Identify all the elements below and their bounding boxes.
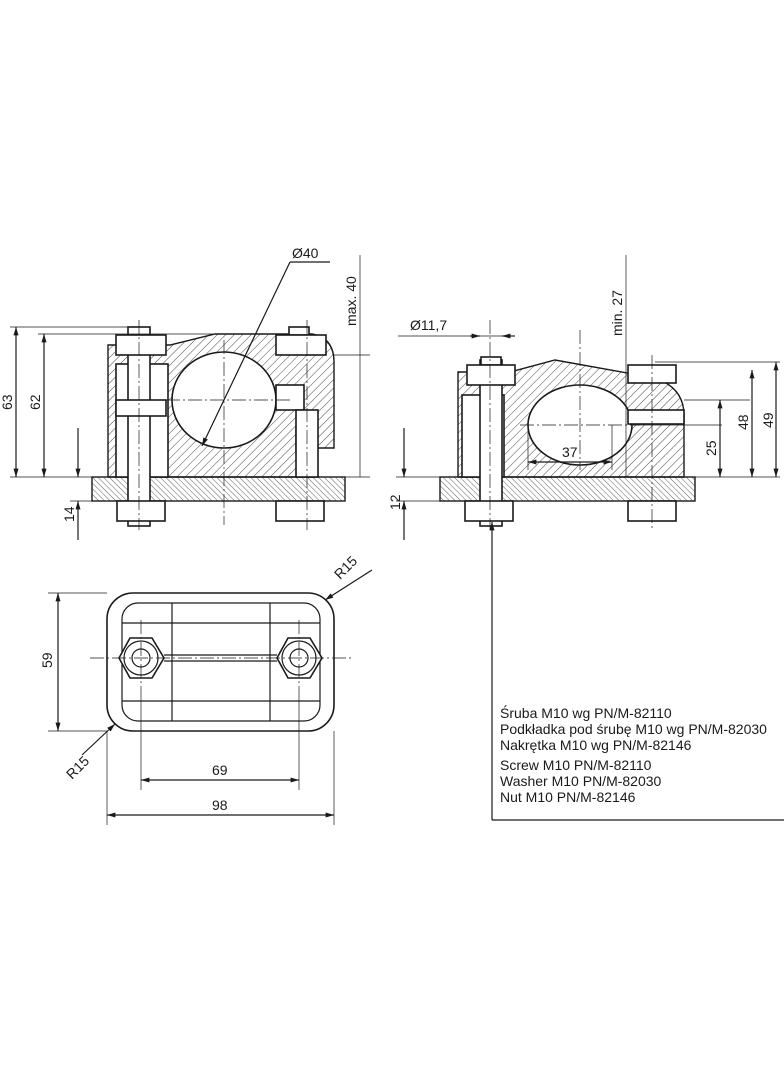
clamp-slot-left (275, 384, 305, 411)
dim-plate-14: 14 (61, 506, 77, 522)
right-section-view (396, 255, 784, 821)
dim-width-98: 98 (212, 797, 228, 813)
dim-width-37: 37 (562, 444, 578, 460)
dim-radius-bottom: R15 (63, 752, 93, 782)
dim-tube-diameter: Ø40 (292, 245, 319, 261)
dim-depth-59: 59 (39, 652, 55, 668)
dim-min-height: min. 27 (609, 290, 625, 336)
dim-radius-top: R15 (331, 552, 361, 582)
mid-washer-left (115, 399, 167, 417)
top-bolt-head-right (288, 326, 310, 336)
dim-max-height: max. 40 (343, 276, 359, 326)
dim-width-69: 69 (212, 762, 228, 778)
note-pl-screw: Śruba M10 wg PN/M-82110 (500, 704, 672, 721)
clamp-slot-right (627, 409, 685, 425)
parts-notes: Śruba M10 wg PN/M-82110 Podkładka pod śr… (500, 704, 767, 805)
note-pl-washer: Podkładka pod śrubę M10 wg PN/M-82030 (500, 721, 767, 737)
top-nut-left (115, 334, 167, 356)
plan-view (48, 569, 373, 825)
dim-height-62: 62 (27, 394, 43, 410)
note-en-nut: Nut M10 PN/M-82146 (500, 789, 636, 805)
bottom-nut-right (275, 500, 325, 522)
dim-height-48: 48 (735, 414, 751, 430)
dim-hole-diameter: Ø11,7 (410, 317, 447, 333)
top-nut-rv (466, 364, 516, 386)
bottom-nut-rv-left (464, 500, 514, 522)
base-outline (106, 592, 335, 732)
left-section-view (10, 255, 370, 540)
top-bolt-head-rv (480, 356, 502, 366)
bottom-nut-left (116, 500, 166, 522)
note-en-screw: Screw M10 PN/M-82110 (500, 757, 652, 773)
top-nut-right (275, 334, 327, 356)
dim-height-49: 49 (760, 412, 776, 428)
dim-height-25: 25 (703, 440, 719, 456)
dim-height-63: 63 (0, 394, 15, 410)
note-en-washer: Washer M10 PN/M-82030 (500, 773, 662, 789)
base-plate-right (439, 476, 696, 502)
note-pl-nut: Nakrętka M10 wg PN/M-82146 (500, 737, 692, 753)
dim-plate-12: 12 (387, 494, 403, 510)
